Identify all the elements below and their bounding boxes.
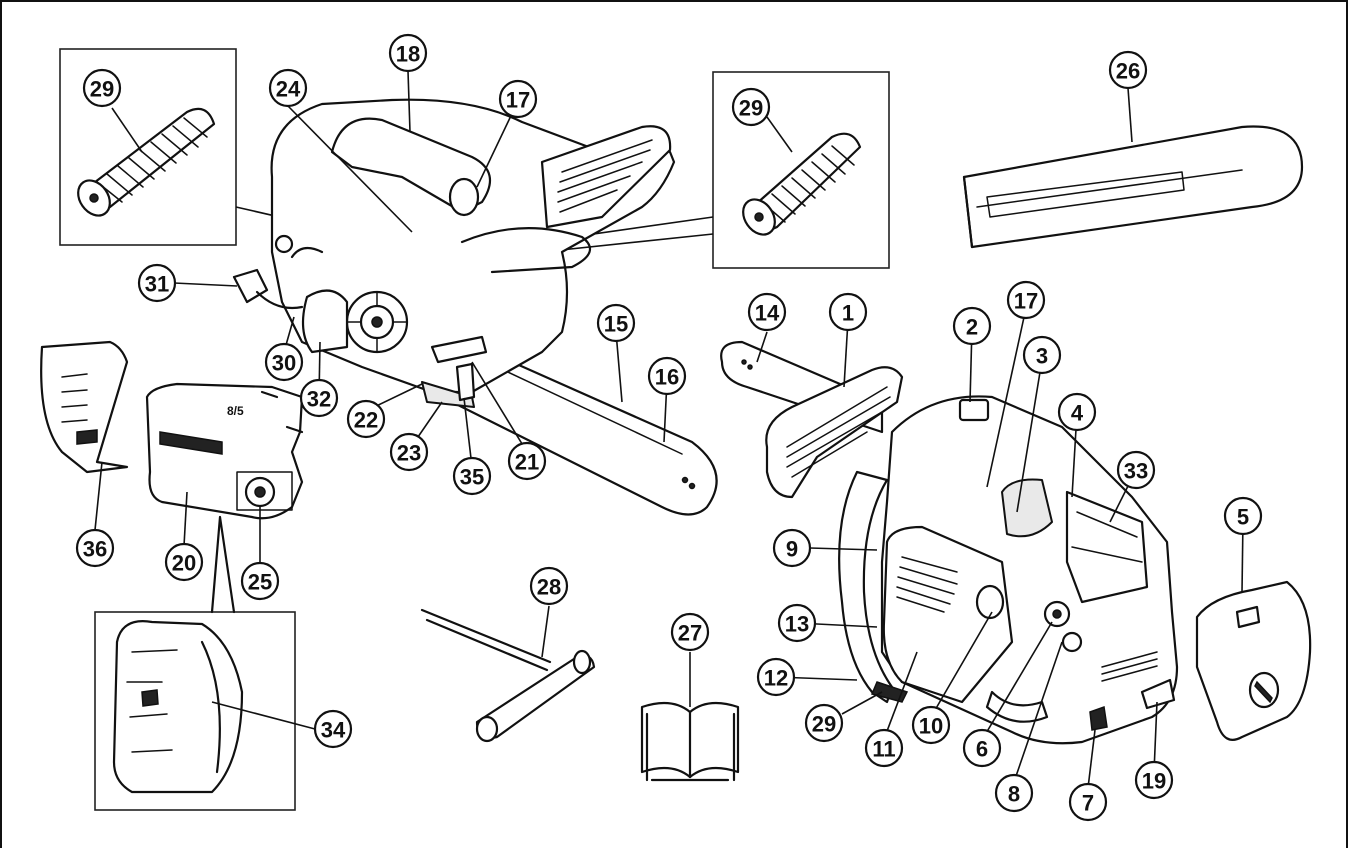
callout-16-label: 16: [655, 365, 679, 390]
callout-35: 35: [452, 456, 492, 496]
callout-29b: 29: [731, 87, 771, 127]
callout-32: 32: [299, 378, 339, 418]
leader-lines: [94, 70, 1244, 789]
callout-28: 28: [529, 566, 569, 606]
air-intake-cover: [40, 340, 129, 474]
callout-33-label: 33: [1124, 459, 1148, 484]
inset-clutch-cover-inside: [94, 515, 296, 811]
callout-29c: 29: [804, 703, 844, 743]
callout-31: 31: [137, 263, 177, 303]
buffer-spring-right: [742, 132, 862, 236]
callout-6: 6: [962, 728, 1002, 768]
callout-15: 15: [596, 303, 636, 343]
callout-5-label: 5: [1237, 505, 1249, 530]
callout-36-label: 36: [83, 537, 107, 562]
callout-15-label: 15: [604, 312, 628, 337]
inset-buffer-left: [59, 48, 237, 246]
callout-10: 10: [911, 705, 951, 745]
callout-8-label: 8: [1008, 782, 1020, 807]
callout-30-label: 30: [272, 351, 296, 376]
callout-1-label: 1: [842, 301, 854, 326]
callout-12-label: 12: [764, 666, 788, 691]
callout-29a-label: 29: [90, 77, 114, 102]
callout-17a: 17: [498, 79, 538, 119]
callout-32-label: 32: [307, 387, 331, 412]
callout-17b-label: 17: [1014, 289, 1038, 314]
callout-2-label: 2: [966, 315, 978, 340]
callout-26: 26: [1108, 50, 1148, 90]
operators-manual: [640, 701, 740, 782]
cylinder-cover: [1195, 580, 1312, 741]
callout-25: 25: [240, 561, 280, 601]
callout-34: 34: [313, 709, 353, 749]
callout-22: 22: [346, 399, 386, 439]
callout-19: 19: [1134, 760, 1174, 800]
upper-grille: [557, 139, 653, 213]
callout-2: 2: [952, 306, 992, 346]
callout-3: 3: [1022, 335, 1062, 375]
callout-21: 21: [507, 441, 547, 481]
chainsaw-upper-assembly: [232, 98, 718, 516]
callout-33: 33: [1116, 450, 1156, 490]
chainsaw-main-assembly: [720, 340, 1179, 745]
callout-11-label: 11: [872, 737, 895, 762]
callout-7: 7: [1068, 782, 1108, 822]
callout-29a: 29: [82, 68, 122, 108]
callout-22-label: 22: [354, 408, 378, 433]
callout-11: 11: [864, 728, 904, 768]
bar-cover: [962, 125, 1304, 249]
callout-4: 4: [1057, 392, 1097, 432]
clutch-cover: 8/5: [145, 382, 304, 520]
combination-wrench: [420, 608, 596, 743]
callout-14: 14: [747, 292, 787, 332]
callout-34-label: 34: [321, 718, 346, 743]
callout-9-label: 9: [786, 537, 798, 562]
callout-6-label: 6: [976, 737, 988, 762]
callout-36: 36: [75, 528, 115, 568]
callout-31-label: 31: [145, 272, 169, 297]
callout-9: 9: [772, 528, 812, 568]
inset-buffer-right: [712, 71, 890, 269]
callout-14-label: 14: [755, 301, 780, 326]
callout-10-label: 10: [919, 714, 943, 739]
callout-25-label: 25: [248, 570, 272, 595]
callout-12: 12: [756, 657, 796, 697]
callout-30: 30: [264, 342, 304, 382]
callout-4-label: 4: [1071, 401, 1084, 426]
callout-18: 18: [388, 33, 428, 73]
callout-27-label: 27: [678, 621, 702, 646]
callout-13: 13: [777, 603, 817, 643]
callout-21-label: 21: [515, 450, 539, 475]
callout-24-label: 24: [276, 77, 301, 102]
callout-16: 16: [647, 356, 687, 396]
callout-3-label: 3: [1036, 344, 1048, 369]
callouts: 29 24 18 17 29 26 31 30 32 22 23 35 21 1…: [75, 33, 1263, 822]
cover-badge: 8/5: [227, 404, 244, 418]
callout-7-label: 7: [1082, 791, 1094, 816]
callout-26-label: 26: [1116, 59, 1140, 84]
callout-20: 20: [164, 542, 204, 582]
callout-27: 27: [670, 612, 710, 652]
callout-17b: 17: [1006, 280, 1046, 320]
callout-20-label: 20: [172, 551, 196, 576]
callout-8: 8: [994, 773, 1034, 813]
callout-23: 23: [389, 432, 429, 472]
callout-5: 5: [1223, 496, 1263, 536]
callout-19-label: 19: [1142, 769, 1166, 794]
callout-18-label: 18: [396, 42, 420, 67]
callout-13-label: 13: [785, 612, 809, 637]
callout-1: 1: [828, 292, 868, 332]
callout-28-label: 28: [537, 575, 561, 600]
callout-29c-label: 29: [812, 712, 836, 737]
callout-23-label: 23: [397, 441, 421, 466]
callout-35-label: 35: [460, 465, 484, 490]
callout-17a-label: 17: [506, 88, 530, 113]
callout-24: 24: [268, 68, 308, 108]
buffer-spring-left: [77, 107, 216, 217]
callout-29b-label: 29: [739, 96, 763, 121]
